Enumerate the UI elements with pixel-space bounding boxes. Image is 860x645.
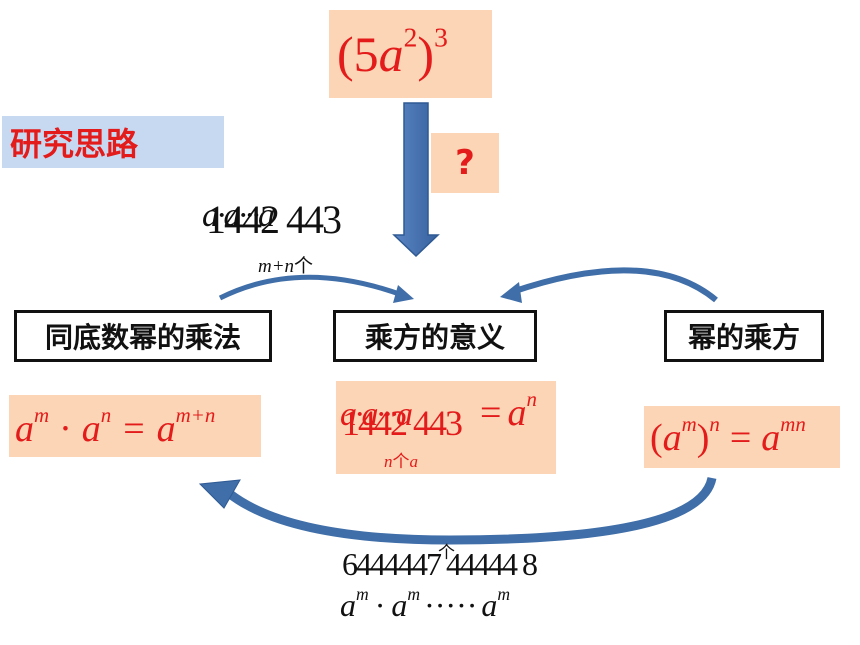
be-m2: m: [407, 584, 421, 605]
left-top-caption-cn: 个: [294, 256, 314, 277]
fl-m: m: [34, 403, 50, 428]
be-dots: ·····: [424, 587, 478, 623]
box-power-of-power: 幂的乘方: [664, 310, 824, 362]
fr-eq: =: [729, 417, 752, 459]
bottom-brace: 6444447 44444 8 个: [342, 543, 562, 584]
left-top-garble: 1442 443: [206, 197, 342, 242]
top-exp-inner: 2: [403, 21, 418, 53]
fm-caption-a: a: [409, 452, 419, 471]
top-expression-box: (5a2)3: [329, 10, 492, 98]
fm-caption-cn: 个: [392, 452, 410, 471]
approach-label-box: 研究思路: [2, 116, 224, 168]
right-curve-arrow: [511, 267, 718, 303]
fr-a2: a: [761, 417, 781, 459]
box-middle-label: 乘方的意义: [364, 321, 505, 354]
box-same-base-multiplication: 同底数幂的乘法: [14, 310, 272, 362]
fl-mn: m+n: [175, 403, 216, 428]
formula-left: am·an=am+n: [15, 405, 215, 451]
fr-n: n: [709, 412, 720, 437]
fm-a: a: [507, 392, 527, 434]
fl-a2: a: [81, 408, 101, 450]
be-m1: m: [356, 584, 369, 605]
box-right-label: 幂的乘方: [687, 321, 800, 354]
left-top-caption-vars: m+n: [258, 256, 295, 277]
top-exp-outer: 3: [434, 21, 448, 53]
fm-caption-n: n: [384, 452, 393, 471]
be-a3: a: [481, 587, 498, 623]
fm-garble: 1442 443: [342, 403, 463, 443]
fm-caption: n个a: [384, 447, 418, 472]
top-open: (5: [337, 26, 379, 82]
be-a2: a: [391, 587, 408, 623]
question-mark: ?: [455, 143, 475, 183]
left-top-caption: m+n个: [258, 251, 313, 278]
top-base: a: [378, 26, 404, 82]
fm-overlay: a·a···a: [340, 396, 413, 433]
formula-right-box: (am)n=amn: [644, 406, 840, 468]
fr-a1: a: [662, 417, 682, 459]
fm-right: =an: [480, 389, 537, 435]
fr-mn: mn: [780, 412, 806, 437]
down-arrow: [392, 102, 440, 258]
top-expression: (5a2)3: [337, 21, 448, 84]
be-dot: ·: [374, 587, 386, 623]
question-box: ?: [431, 133, 499, 193]
box-power-meaning: 乘方的意义: [333, 310, 537, 362]
left-curve-arrow: [218, 274, 403, 301]
fr-open: (: [650, 417, 663, 459]
left-top-expression: 1442 443 a·a···a: [200, 197, 410, 242]
fr-close: ): [696, 417, 710, 459]
bottom-garble-cn: 个: [438, 543, 455, 563]
box-left-label: 同底数幂的乘法: [44, 321, 241, 354]
fr-m: m: [681, 412, 697, 437]
fm-eq: =: [480, 392, 502, 434]
approach-label: 研究思路: [10, 125, 139, 163]
be-m3: m: [497, 584, 511, 605]
bottom-curve-arrow: [227, 476, 717, 545]
fl-dot: ·: [59, 408, 72, 450]
fl-eq: =: [123, 408, 145, 450]
fl-n: n: [100, 403, 112, 428]
fl-a3: a: [156, 408, 176, 450]
top-close: ): [417, 26, 435, 82]
be-a1: a: [340, 587, 356, 623]
left-top-overlay: a·a···a: [202, 197, 275, 234]
fl-a1: a: [15, 408, 34, 450]
formula-right: (am)n=amn: [650, 414, 806, 460]
bottom-garble: 6444447 44444 8: [342, 546, 538, 582]
formula-middle-box: 1442 443 a·a···a =an n个a: [336, 381, 556, 474]
fm-n: n: [526, 387, 537, 412]
bottom-expression: am·am·····am: [340, 585, 510, 625]
formula-left-box: am·an=am+n: [9, 395, 261, 457]
